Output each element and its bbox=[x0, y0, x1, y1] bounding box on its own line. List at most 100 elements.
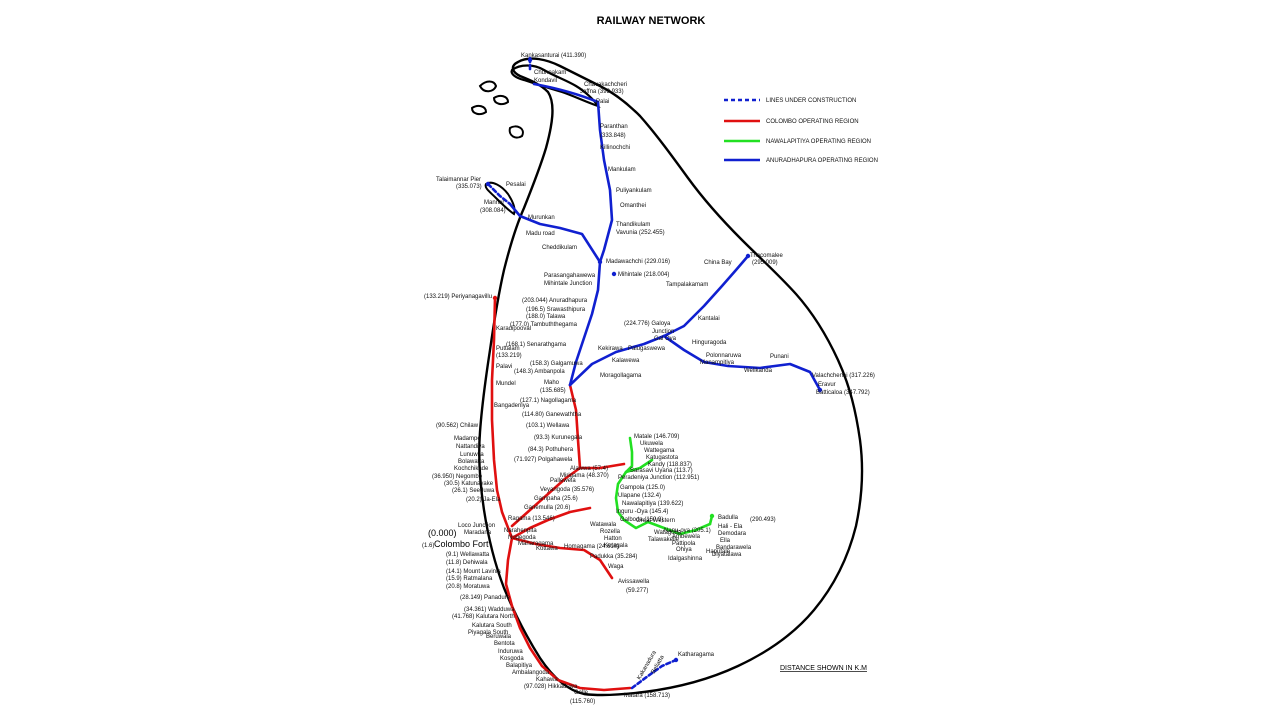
legend: LINES UNDER CONSTRUCTION COLOMBO OPERATI… bbox=[724, 98, 878, 164]
station-label: Panadure bbox=[484, 595, 511, 601]
station-label: Kottawa bbox=[536, 546, 558, 552]
station-label: Bangadeniya bbox=[494, 403, 530, 409]
station-label: (224.776) Galoya bbox=[624, 321, 671, 327]
station-label: (34.361) Wadduwa bbox=[464, 607, 515, 613]
distance-note: DISTANCE SHOWN IN K.M bbox=[780, 665, 867, 672]
station-label: Gal Oya bbox=[654, 336, 677, 342]
station-label: Hatton bbox=[604, 536, 622, 542]
station-label: (203.044) Anuradhapura bbox=[522, 298, 588, 304]
colombo-region-lines bbox=[490, 296, 632, 692]
station-label: Ganemulla (20.6) bbox=[524, 505, 570, 511]
station-label: (188.0) Talawa bbox=[526, 314, 566, 320]
station-label: Mundel bbox=[496, 381, 516, 387]
station-label: Talawakelle bbox=[648, 537, 680, 543]
station-label: (133.219) Periyanagavillu bbox=[424, 294, 492, 300]
station-label: Trincomalee bbox=[750, 253, 783, 259]
station-label: (196.5) Srawasthipura bbox=[526, 307, 586, 313]
station-dots bbox=[485, 57, 823, 663]
station-label: China Bay bbox=[704, 260, 732, 266]
station-label: Chavakachcheri bbox=[584, 82, 627, 88]
station-label: Valachchenai (317.226) bbox=[812, 373, 875, 379]
station-label: (127.1) Nagollagama bbox=[520, 398, 577, 404]
station-label: Veyangoda (35.576) bbox=[540, 487, 594, 493]
station-label: Nattandiya bbox=[456, 444, 485, 450]
station-label: Pattipola bbox=[672, 541, 696, 547]
colombo-fort-label: Colombo Fort bbox=[434, 539, 489, 549]
station-label: Nugegoda bbox=[508, 535, 536, 541]
station-label: (168.1) Senarathgama bbox=[506, 342, 567, 348]
station-label: Puttalam bbox=[496, 346, 520, 352]
station-label: Madawachchi (229.016) bbox=[606, 259, 670, 265]
station-label: Galboda (150.9) bbox=[620, 517, 663, 523]
station-label: Thandikulam bbox=[616, 222, 650, 228]
station-label: Kalutara South bbox=[472, 623, 512, 629]
station-label: Hikkaduwa bbox=[548, 684, 578, 690]
station-label: Chunnakam bbox=[534, 70, 566, 76]
station-label: Welikanda bbox=[744, 368, 773, 374]
station-label: Palavi bbox=[496, 364, 512, 370]
station-label: Badulla bbox=[718, 515, 739, 521]
station-label: Ohiya bbox=[676, 547, 692, 553]
island-3 bbox=[470, 104, 488, 116]
station-label: Mannar bbox=[484, 200, 504, 206]
station-label: Great Western bbox=[636, 518, 675, 524]
station-label: Karadipooval bbox=[496, 326, 531, 332]
station-label: (295.009) bbox=[752, 260, 778, 266]
station-label: Kochchikade bbox=[454, 466, 489, 472]
station-label: Pallewela bbox=[550, 478, 576, 484]
station-label: Galle bbox=[574, 690, 589, 696]
station-label: (93.3) Kurunegala bbox=[534, 435, 583, 441]
station-label: Jaffna (393.933) bbox=[580, 89, 624, 95]
station-label: Sarasavi Uyana (113.7) bbox=[630, 468, 693, 474]
station-label: (115.760) bbox=[570, 699, 595, 705]
station-label: Nawalapitiya (139.622) bbox=[622, 501, 683, 507]
anuradhapura-region-lines bbox=[508, 82, 822, 392]
station-label: Punani bbox=[770, 354, 789, 360]
station-label: Gampola (125.0) bbox=[620, 485, 665, 491]
station-label: Ragama (13.546) bbox=[508, 516, 555, 522]
station-label: Maharagama bbox=[518, 541, 554, 547]
station-label: Talaimannar Pier bbox=[436, 177, 481, 183]
station-label: Piyagala South bbox=[468, 630, 508, 636]
station-label: Ella bbox=[720, 538, 731, 544]
station-label: (20.8) Moratuwa bbox=[446, 584, 490, 590]
station-label: Mihintale Junction bbox=[544, 281, 592, 287]
station-label: Murunkan bbox=[528, 215, 555, 221]
station-label: Ukuwela bbox=[640, 441, 664, 447]
station-label: (59.277) bbox=[626, 588, 648, 594]
station-label: (133.219) bbox=[496, 353, 522, 359]
station-label: (26.1) Seeduwa bbox=[452, 488, 495, 494]
station-label: Gampaha (25.6) bbox=[534, 496, 578, 502]
colombo-km-label: (0.000) bbox=[428, 528, 457, 538]
station-label: Watawala bbox=[590, 522, 617, 528]
station-label: (308.084) bbox=[480, 208, 506, 214]
station-label: Palai bbox=[596, 99, 609, 105]
station-label: Matara (158.713) bbox=[624, 693, 670, 699]
station-label: Mihintale (218.004) bbox=[618, 272, 669, 278]
station-label: Wattegama bbox=[644, 448, 675, 454]
station-label: Katharagama bbox=[678, 652, 715, 658]
station-label: (177.0) Tambuththegama bbox=[510, 322, 578, 328]
station-label: Hali - Ela bbox=[718, 524, 743, 530]
station-label: Nanu-oya (205.1) bbox=[664, 528, 711, 534]
legend-label-anuradhapura: ANURADHAPURA OPERATING REGION bbox=[766, 158, 878, 164]
station-label: Junction bbox=[652, 329, 674, 335]
station-label: (135.685) bbox=[540, 388, 566, 394]
station-label: (333.848) bbox=[600, 133, 626, 139]
station-label: Balapitiya bbox=[506, 663, 533, 669]
island-outline bbox=[478, 57, 864, 697]
station-label: Madampe bbox=[454, 436, 481, 442]
station-label: Kantalai bbox=[698, 316, 720, 322]
station-label: (148.3) Ambanpola bbox=[514, 369, 565, 375]
station-label: Diyatalawa bbox=[712, 552, 742, 558]
station-label: Alawwa (57.4) bbox=[570, 466, 608, 472]
station-label: (114.80) Ganewaththa bbox=[522, 412, 582, 418]
station-label: (97.028) bbox=[524, 684, 546, 690]
station-label: Kotagala bbox=[604, 543, 628, 549]
station-label: Kandy (118.837) bbox=[648, 462, 692, 468]
station-label: Mirigama (48.370) bbox=[560, 473, 609, 479]
station-label: Loco Junction bbox=[458, 523, 495, 529]
station-label: (158.3) Galgamuwa bbox=[530, 361, 583, 367]
station-label: Ulapane (132.4) bbox=[618, 493, 661, 499]
